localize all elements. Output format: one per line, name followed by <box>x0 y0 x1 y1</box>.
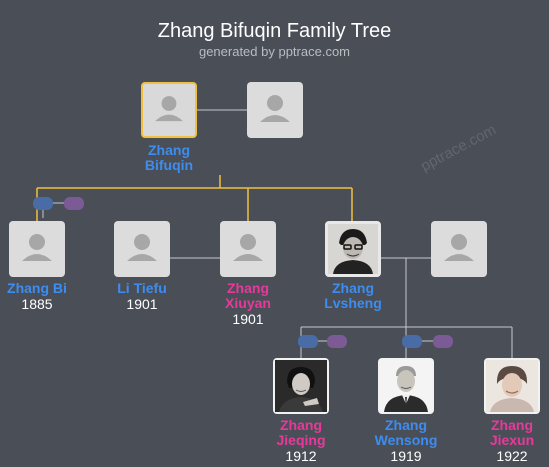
person-name: Jieqing <box>276 432 326 448</box>
person-photo-zhang-wensong[interactable] <box>378 358 434 414</box>
person-name: Zhang <box>227 280 269 296</box>
person-photo-zhang-xiuyan[interactable] <box>220 221 276 277</box>
placeholder-avatar-icon <box>127 234 157 261</box>
expand-toggle-purple-wensong[interactable] <box>433 335 453 348</box>
placeholder-avatar-icon <box>233 234 263 261</box>
person-photo-root-spouse[interactable] <box>247 82 303 138</box>
placeholder-avatar-icon <box>260 95 290 122</box>
page-title: Zhang Bifuqin Family Tree <box>157 20 392 42</box>
person-label-zhang-jieqing: Zhang Jieqing 1912 <box>241 417 361 465</box>
placeholder-avatar-icon <box>444 234 474 261</box>
birth-year: 1901 <box>232 311 264 327</box>
person-name: Jiexun <box>489 432 535 448</box>
expand-toggle-blue-wensong[interactable] <box>402 335 422 348</box>
person-label-zhang-xiuyan: Zhang Xiuyan 1901 <box>188 280 308 328</box>
expand-toggle-blue-jieqing[interactable] <box>298 335 318 348</box>
person-name: Lvsheng <box>324 295 382 311</box>
person-label-zhang-bi: Zhang Bi 1885 <box>0 280 97 313</box>
portrait-photo <box>380 360 432 412</box>
person-photo-li-tiefu[interactable] <box>114 221 170 277</box>
person-label-zhang-wensong: Zhang Wensong 1919 <box>346 417 466 465</box>
person-photo-zhang-jiexun[interactable] <box>484 358 540 414</box>
person-name: Bifuqin <box>144 157 194 173</box>
person-label-zhang-lvsheng: Zhang Lvsheng <box>293 281 413 311</box>
birth-year: 1912 <box>285 448 317 464</box>
person-name: Xiuyan <box>225 295 271 311</box>
person-label-zhang-bifuqin: Zhang Bifuqin <box>109 143 229 173</box>
person-label-zhang-jiexun: Zhang Jiexun 1922 <box>452 417 549 465</box>
person-photo-zhang-lvsheng[interactable] <box>325 221 381 277</box>
person-name: Wensong <box>374 432 438 448</box>
birth-year: 1922 <box>496 448 528 464</box>
birth-year: 1901 <box>126 296 158 312</box>
person-name: Zhang <box>332 280 374 296</box>
person-photo-zhang-bi[interactable] <box>9 221 65 277</box>
person-name: Zhang <box>280 417 322 433</box>
person-photo-lvsheng-spouse[interactable] <box>431 221 487 277</box>
portrait-photo <box>328 224 378 274</box>
person-name: Zhang <box>491 417 533 433</box>
birth-year: 1885 <box>21 296 53 312</box>
person-photo-zhang-bifuqin[interactable] <box>141 82 197 138</box>
person-name: Zhang Bi <box>7 280 67 296</box>
expand-toggle-blue[interactable] <box>33 197 53 210</box>
placeholder-avatar-icon <box>155 96 183 122</box>
person-name: Li Tiefu <box>117 280 167 296</box>
birth-year: 1919 <box>390 448 422 464</box>
person-name: Zhang <box>385 417 427 433</box>
placeholder-avatar-icon <box>22 234 52 261</box>
expand-toggle-purple-jieqing[interactable] <box>327 335 347 348</box>
page-subtitle: generated by pptrace.com <box>198 44 351 59</box>
expand-toggle-purple[interactable] <box>64 197 84 210</box>
portrait-photo <box>275 360 327 412</box>
portrait-photo <box>486 360 538 412</box>
person-name: Zhang <box>148 142 190 158</box>
person-label-li-tiefu: Li Tiefu 1901 <box>82 280 202 313</box>
person-photo-zhang-jieqing[interactable] <box>273 358 329 414</box>
